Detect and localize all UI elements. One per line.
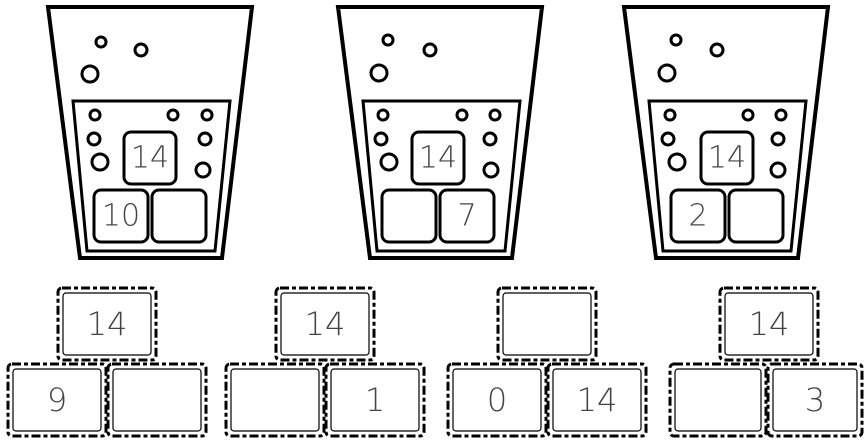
part-card-right xyxy=(108,364,206,436)
whole-card-value: 14 xyxy=(305,305,346,343)
part-box-right xyxy=(729,190,783,242)
whole-card-value: 14 xyxy=(749,305,790,343)
whole-card-value: 14 xyxy=(87,305,128,343)
part-card-right-value: 3 xyxy=(805,381,825,419)
part-box-right xyxy=(152,190,206,242)
card-set-1: 14 9 xyxy=(8,288,206,436)
part-card-left xyxy=(670,364,766,436)
whole-value: 14 xyxy=(708,141,746,176)
part-card-left xyxy=(226,364,324,436)
cup-3: 14 2 xyxy=(624,7,828,258)
part-box-left xyxy=(382,190,436,242)
part-value-right: 7 xyxy=(457,199,476,234)
part-card-right-value: 14 xyxy=(577,381,618,419)
part-card-right-value: 1 xyxy=(365,381,385,419)
part-card-left-value: 0 xyxy=(487,381,507,419)
card-set-3: 0 14 xyxy=(448,288,646,436)
cup-1: 14 10 xyxy=(48,7,252,258)
part-value-left: 10 xyxy=(102,199,140,234)
cup-2: 14 7 xyxy=(338,7,542,258)
part-value-left: 2 xyxy=(688,199,707,234)
whole-card xyxy=(498,288,596,360)
whole-value: 14 xyxy=(131,141,169,176)
card-set-2: 14 1 xyxy=(226,288,424,436)
whole-value: 14 xyxy=(419,141,457,176)
card-set-4: 14 3 xyxy=(670,288,862,436)
part-card-left-value: 9 xyxy=(47,381,67,419)
